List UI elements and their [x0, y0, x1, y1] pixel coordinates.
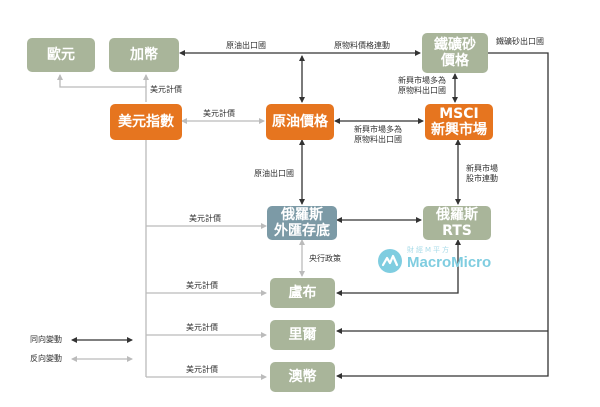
- node-brl: 盧布: [270, 278, 335, 308]
- node-aud-label: 澳幣: [288, 368, 317, 385]
- node-oil-price: 原油價格: [266, 104, 334, 140]
- edge-rts-brl: [336, 239, 461, 296]
- label-usd-priced-oil: 美元計價: [203, 109, 235, 118]
- watermark-brand-text: MacroMicro: [407, 254, 492, 271]
- label-em-commodity-exporter-2-line2: 原物料出口國: [354, 135, 402, 144]
- edge-iron-zar-aud: [336, 52, 549, 379]
- node-aud: 澳幣: [270, 362, 335, 392]
- node-msci-em: MSCI 新興市場: [425, 104, 493, 140]
- label-usd-priced-zar: 美元計價: [186, 323, 218, 332]
- label-em-commodity-exporter-line1: 新興市場多為: [398, 76, 446, 85]
- label-em-commodity-exporter-2-line1: 新興市場多為: [354, 125, 402, 134]
- watermark: 財經M平方 MacroMicro: [377, 244, 507, 280]
- node-zar-label: 里爾: [288, 326, 317, 343]
- node-iron-ore-line2: 價格: [441, 53, 469, 69]
- legend-opposite-label: 反向變動: [30, 354, 62, 363]
- macromicro-logo-icon: [378, 249, 402, 273]
- label-em-commodity-exporter-2: 新興市場多為 原物料出口國: [354, 125, 402, 145]
- label-em-commodity-exporter-line2: 原物料出口國: [398, 86, 446, 95]
- label-iron-exporter: 鐵礦砂出口國: [496, 37, 544, 46]
- node-zar: 里爾: [270, 320, 335, 350]
- label-em-stock-link: 新興市場 股市連動: [466, 164, 498, 184]
- label-commodity-link: 原物料價格連動: [334, 41, 390, 50]
- label-usd-priced-rub: 美元計價: [189, 214, 221, 223]
- node-euro: 歐元: [27, 38, 95, 72]
- label-usd-priced-aud: 美元計價: [186, 365, 218, 374]
- node-rts: 俄羅斯 RTS: [423, 206, 491, 240]
- node-rts-line1: 俄羅斯: [436, 206, 478, 223]
- node-usd-index-label: 美元指數: [118, 113, 174, 130]
- label-oil-exporter-top: 原油出口國: [226, 41, 266, 50]
- label-usd-priced-cad: 美元計價: [150, 85, 182, 94]
- node-rts-line2: RTS: [442, 223, 472, 239]
- label-em-stock-link-line2: 股市連動: [466, 174, 498, 183]
- node-usd-index: 美元指數: [110, 104, 182, 140]
- node-iron-ore-line1: 鐵礦砂: [434, 36, 476, 53]
- label-em-stock-link-line1: 新興市場: [466, 164, 498, 173]
- node-cad-label: 加幣: [130, 46, 158, 63]
- node-rub-reserves: 俄羅斯 外匯存底: [267, 206, 337, 240]
- node-msci-em-line1: MSCI: [439, 105, 479, 122]
- label-usd-priced-brl: 美元計價: [186, 281, 218, 290]
- node-rub-reserves-line1: 俄羅斯: [281, 206, 323, 223]
- node-rub-reserves-line2: 外匯存底: [274, 223, 330, 239]
- watermark-small-text: 財經M平方: [407, 246, 452, 254]
- label-em-commodity-exporter: 新興市場多為 原物料出口國: [398, 76, 446, 96]
- label-central-bank-policy: 央行政策: [309, 254, 341, 263]
- label-oil-exporter-mid: 原油出口國: [254, 169, 294, 178]
- legend-same-label: 同向變動: [30, 335, 62, 344]
- node-cad: 加幣: [109, 38, 179, 72]
- edge-usd-euro-cad: [57, 74, 147, 102]
- node-msci-em-line2: 新興市場: [431, 122, 487, 138]
- node-oil-price-label: 原油價格: [272, 113, 328, 130]
- node-euro-label: 歐元: [47, 46, 75, 63]
- node-brl-label: 盧布: [288, 284, 317, 301]
- node-iron-ore: 鐵礦砂 價格: [422, 33, 488, 73]
